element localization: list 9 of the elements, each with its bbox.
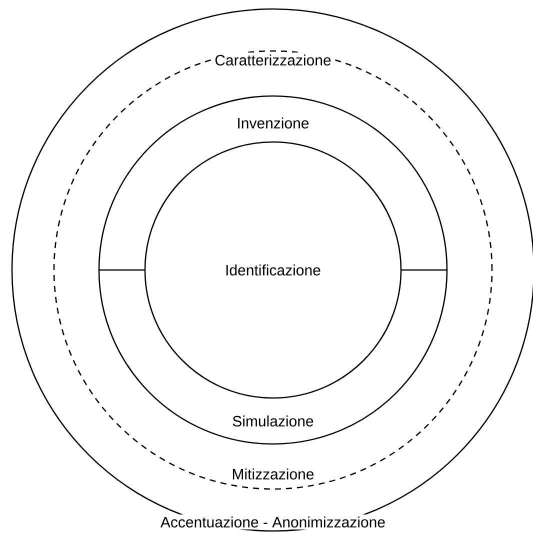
- ring-label: Identificazione: [226, 264, 320, 276]
- circle: [144, 141, 402, 399]
- circle: [53, 50, 493, 490]
- ring-label: Simulazione: [232, 416, 314, 426]
- ring-label: Accentuazione - Anonimizzazione: [158, 514, 388, 530]
- circle: [98, 95, 448, 445]
- ring-label: Caratterizzazione: [212, 52, 334, 68]
- ring-label: Invenzione: [238, 118, 309, 128]
- ring-label: Mitizzazione: [230, 466, 316, 482]
